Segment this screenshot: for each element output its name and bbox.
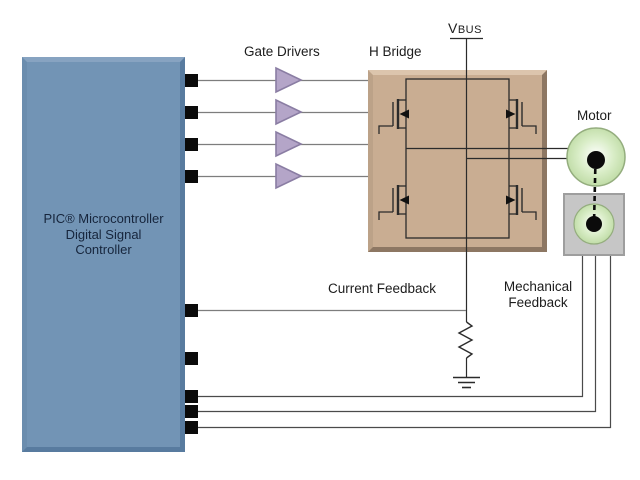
mechanical-feedback-wire [198, 256, 584, 398]
mechanical-feedback-label-line2: Feedback [508, 295, 568, 310]
microcontroller-label-line2: Digital Signal [65, 226, 142, 242]
h-bridge-label: H Bridge [369, 44, 422, 59]
mcu-pin [185, 420, 198, 434]
microcontroller-block [22, 57, 185, 452]
motor-shaft-dot [587, 151, 605, 169]
mcu-pin [185, 389, 198, 403]
gate-driver-buffer-icon [275, 98, 303, 126]
current-feedback-label: Current Feedback [328, 281, 437, 296]
mcu-pin [185, 137, 198, 151]
motor-label: Motor [577, 108, 612, 123]
gate-driver-wires [198, 79, 368, 178]
mechanical-feedback-label-line1: Mechanical [503, 279, 573, 294]
gate-drivers-label: Gate Drivers [244, 44, 320, 59]
microcontroller-label-line3: Controller [75, 242, 132, 257]
mechanical-feedback-label: Mechanical Feedback [488, 279, 588, 311]
mechanical-feedback-sensor-block [563, 193, 625, 256]
gate-driver-buffer-icon [275, 130, 303, 158]
motor-body [566, 127, 626, 187]
vbus-label: VBUS [448, 20, 482, 36]
vbus-label-main: V [448, 20, 458, 36]
gate-driver-buffer-icon [275, 66, 303, 94]
ground-symbol [453, 376, 480, 389]
resistor-symbol [457, 321, 474, 359]
microcontroller-label: PIC® Microcontroller Digital Signal Cont… [22, 211, 185, 258]
gate-driver-buffer-icon [275, 162, 303, 190]
h-bridge-block [368, 70, 547, 252]
mcu-pin [185, 351, 198, 365]
mcu-pin [185, 303, 198, 317]
microcontroller-label-line1: PIC® Microcontroller [43, 211, 164, 226]
mcu-pin [185, 169, 198, 183]
vbus-label-sub: BUS [457, 24, 482, 36]
mcu-pin [185, 105, 198, 119]
mcu-pin [185, 73, 198, 87]
gate-driver-buffers [275, 66, 303, 190]
mcu-pin [185, 404, 198, 418]
